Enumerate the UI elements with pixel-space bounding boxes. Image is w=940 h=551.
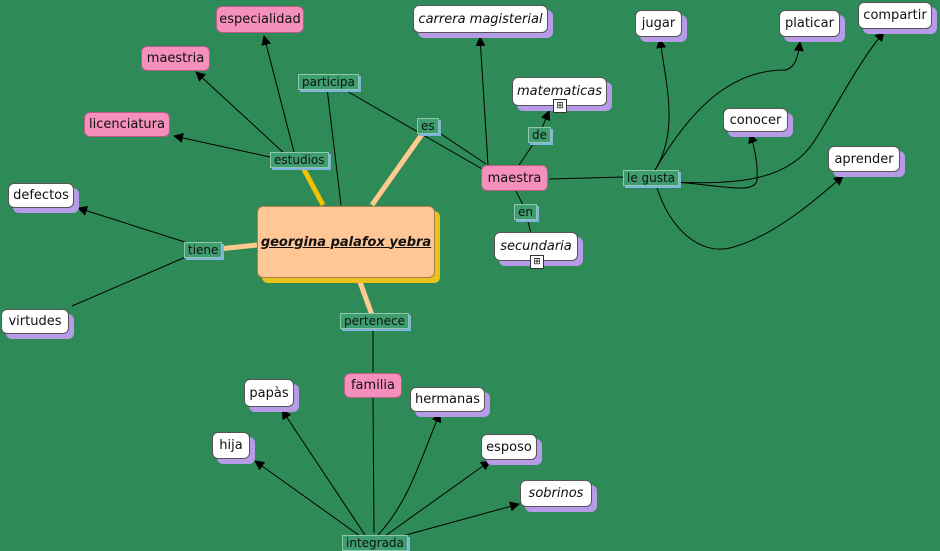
connector-integrada-papas — [281, 409, 366, 536]
concept-label: virtudes — [8, 314, 62, 329]
concept-label: hermanas — [415, 392, 480, 407]
concept-matematicas[interactable]: matematicas — [512, 77, 607, 106]
concept-especialidad[interactable]: especialidad — [216, 6, 304, 33]
connector-central-tiene — [217, 242, 258, 252]
connector-participa-maestra — [344, 89, 485, 171]
concept-aprender[interactable]: aprender — [828, 146, 900, 172]
connector-legusta-conocer — [673, 133, 758, 189]
concept-label: papàs — [249, 385, 289, 401]
concept-label: matematicas — [517, 84, 602, 99]
connector-de-matematicas — [540, 110, 551, 129]
concept-platicar[interactable]: platicar — [779, 10, 840, 37]
connector-en-secundaria — [526, 217, 532, 234]
connector-familia-integrada — [372, 397, 375, 534]
connector-estudios-maestria — [195, 71, 286, 155]
concept-label: esposo — [486, 439, 532, 455]
link-participa[interactable]: participa — [298, 74, 359, 90]
link-label: tiene — [188, 243, 219, 257]
connector-maestra-carrera — [475, 36, 489, 166]
concept-defectos[interactable]: defectos — [8, 183, 74, 208]
central-concept-label: georgina palafox yebra — [260, 234, 432, 250]
concept-virtudes[interactable]: virtudes — [1, 309, 69, 334]
connector-maestra-de — [518, 139, 537, 166]
concept-label: maestria — [146, 51, 205, 66]
concept-maestria[interactable]: maestria — [141, 46, 210, 71]
link-label: pertenece — [344, 314, 405, 328]
concept-label: compartir — [863, 8, 927, 23]
concept-label: familia — [350, 378, 395, 393]
concept-esposo[interactable]: esposo — [481, 434, 537, 460]
link-le-gusta[interactable]: le gusta — [623, 170, 680, 186]
link-integrada[interactable]: integrada — [342, 535, 408, 551]
connector-central-pertenece — [357, 281, 375, 316]
link-label: le gusta — [627, 171, 676, 185]
connector-integrada-sobrinos — [394, 501, 520, 539]
concept-label: licenciatura — [89, 117, 165, 132]
concept-familia[interactable]: familia — [344, 373, 402, 398]
concept-label: secundaria — [500, 239, 572, 254]
link-label: en — [518, 205, 533, 219]
link-estudios[interactable]: estudios — [270, 152, 329, 168]
resource-icon[interactable]: ⊞ — [553, 99, 567, 113]
connector-integrada-hija — [254, 460, 361, 537]
concept-sobrinos[interactable]: sobrinos — [520, 480, 592, 507]
concept-label: hija — [219, 438, 243, 453]
connector-legusta-compartir — [671, 31, 885, 184]
concept-label: aprender — [834, 151, 894, 167]
resource-icon[interactable]: ⊞ — [530, 255, 544, 269]
link-label: estudios — [274, 153, 325, 167]
concept-label: especialidad — [219, 12, 301, 27]
concept-hija[interactable]: hija — [212, 432, 250, 459]
connector-es-maestra — [431, 127, 487, 165]
connector-legusta-aprender — [655, 175, 844, 250]
concept-jugar[interactable]: jugar — [635, 10, 682, 37]
connector-central-estudios — [297, 160, 326, 207]
connector-central-es — [369, 128, 428, 207]
concept-label: conocer — [729, 112, 782, 128]
link-es[interactable]: es — [417, 118, 439, 134]
connector-maestra-en — [515, 190, 524, 206]
link-label: integrada — [346, 536, 404, 550]
concept-label: platicar — [785, 16, 834, 31]
link-label: de — [532, 128, 547, 142]
connector-central-participa — [326, 87, 342, 206]
central-concept-node[interactable]: georgina palafox yebra — [257, 206, 435, 278]
connector-estudios-licenciatura — [173, 133, 271, 158]
connector-tiene-defectos — [77, 205, 189, 244]
link-tiene[interactable]: tiene — [184, 242, 223, 258]
concept-maestra[interactable]: maestra — [481, 165, 548, 191]
concept-hermanas[interactable]: hermanas — [410, 387, 485, 412]
connector-estudios-especialidad — [261, 35, 295, 153]
concept-label: carrera magisterial — [418, 11, 543, 27]
link-pertenece[interactable]: pertenece — [340, 313, 409, 329]
connector-tiene-virtudes — [71, 255, 189, 307]
concept-compartir[interactable]: compartir — [858, 2, 932, 29]
concept-papas[interactable]: papàs — [244, 379, 294, 407]
connector-legusta-platicar — [654, 41, 804, 171]
concept-label: sobrinos — [528, 486, 584, 501]
concept-label: jugar — [641, 16, 676, 31]
concept-conocer[interactable]: conocer — [723, 108, 788, 132]
link-label: participa — [302, 75, 355, 89]
concept-carrera-magisterial[interactable]: carrera magisterial — [413, 5, 548, 33]
link-en[interactable]: en — [514, 204, 537, 220]
concept-licenciatura[interactable]: licenciatura — [84, 112, 170, 137]
link-label: es — [421, 119, 435, 133]
concept-label: maestra — [487, 170, 542, 186]
link-de[interactable]: de — [528, 127, 551, 143]
connector-integrada-hermanas — [377, 412, 442, 536]
connector-integrada-esposo — [384, 460, 491, 537]
connector-maestra-legusta — [548, 176, 624, 180]
concept-label: defectos — [13, 188, 69, 203]
connector-legusta-jugar — [654, 38, 670, 171]
